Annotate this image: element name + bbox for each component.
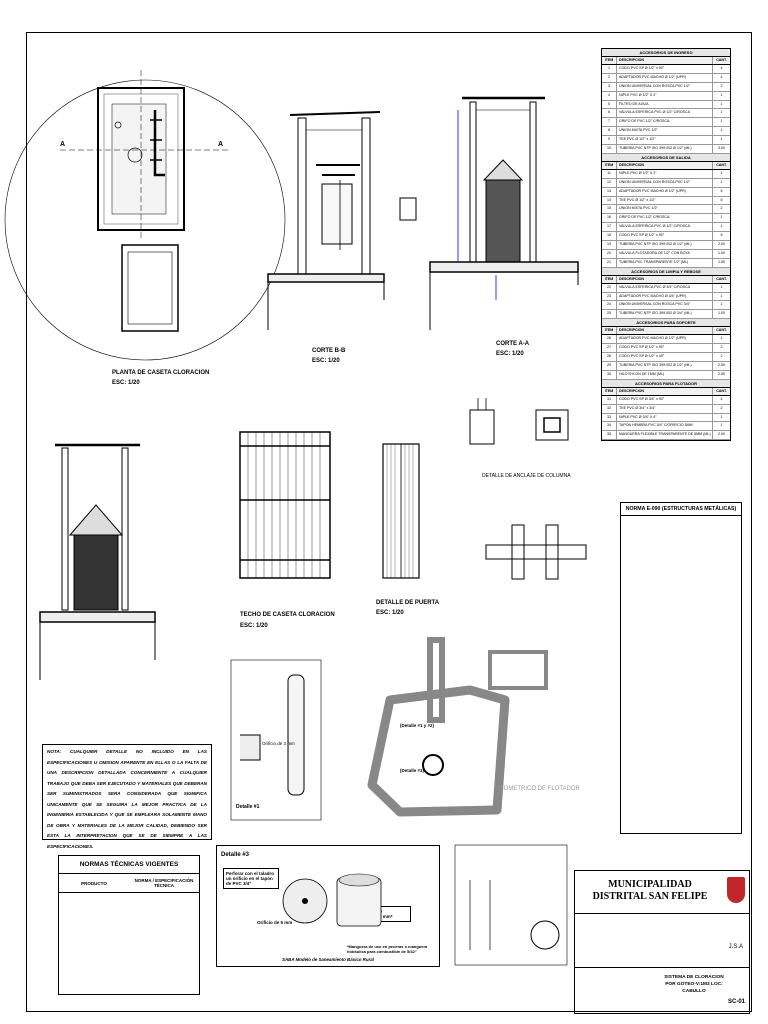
seal-icon — [727, 877, 745, 903]
norma-e090-panel: NORMA E-090 (ESTRUCTURAS METÁLICAS) — [620, 502, 742, 834]
flotador-label: ISOMETRICO DE FLOTADOR — [498, 786, 581, 792]
corte-bb-title: CORTE B-B — [312, 348, 346, 354]
section-marker-a-left: A — [60, 141, 65, 148]
orificio-5mm: Orificio de 5 mm — [257, 920, 293, 925]
flotador-view — [367, 637, 548, 817]
norma-e090-title: NORMA E-090 (ESTRUCTURAS METÁLICAS) — [621, 503, 741, 516]
general-note: NOTA: CUALQUIER DETALLE NO INCLUIDO EN L… — [42, 744, 212, 849]
manguera-note: *Manguera de uso en peceras o manguera h… — [347, 944, 428, 954]
planta-title: PLANTA DE CASETA CLORACION — [112, 370, 209, 376]
normas-col-producto: PRODUCTO — [81, 880, 107, 886]
corte-aa-scale: ESC: 1/20 — [496, 351, 524, 357]
techo-scale: ESC: 1/20 — [240, 623, 268, 629]
drawing-sheet-border — [26, 32, 752, 1012]
corte-bb-view — [267, 111, 417, 330]
detalle1-label: Detalle #1 — [236, 804, 260, 810]
techo-view — [239, 431, 331, 579]
accesorios-section-title: ACCESORIOS DE LIMPIA Y REBOSE — [602, 267, 730, 276]
municipality-name: MUNICIPALIDAD DISTRITAL SAN FELIPE — [592, 879, 708, 902]
accesorios-section-title: ACCESORIOS PARA SOPORTE — [602, 319, 730, 328]
columna-detail-view — [469, 398, 569, 445]
columna-title: DETALLE DE ANCLAJE DE COLUMNA — [482, 473, 571, 479]
beam-detail-view — [485, 524, 587, 580]
normas-header: PRODUCTO NORMA / ESPECIFICACIÓN TÉCNICA — [59, 874, 199, 893]
detalle1-view — [230, 659, 322, 821]
title-block: MUNICIPALIDAD DISTRITAL SAN FELIPE J.S.A… — [574, 870, 750, 1014]
perforar-note: Perforar con el taladro un orificio en e… — [223, 868, 279, 889]
orificio-3mm: Orificio de 3 mm — [262, 741, 295, 746]
puerta-title: DETALLE DE PUERTA — [376, 600, 440, 606]
normas-col-norma: NORMA / ESPECIFICACIÓN TÉCNICA — [134, 878, 194, 888]
detalle3-panel: Detalle #3 Perforar con el taladro un or… — [216, 845, 440, 967]
normas-title: NORMAS TÉCNICAS VIGENTES — [59, 856, 199, 874]
detalle1b-view — [454, 844, 568, 966]
designer-initials: J.S.A — [728, 944, 743, 950]
section-marker-a-right: A — [218, 141, 223, 148]
normas-tecnicas-table: NORMAS TÉCNICAS VIGENTES PRODUCTO NORMA … — [58, 855, 200, 995]
detalle-1-2: (Detalle #1 y #2) — [400, 723, 435, 728]
planta-scale: ESC: 1/20 — [112, 380, 140, 386]
detalle-3: (Detalle #3) — [400, 768, 425, 773]
elevation-view — [39, 443, 156, 680]
saba-caption: SABA Modelo de Saneamiento Básico Rural — [282, 957, 374, 962]
planta-view — [4, 70, 286, 361]
puerta-scale: ESC: 1/20 — [376, 610, 404, 616]
accesorios-section-title: ACCESORIOS DE SALIDA — [602, 153, 730, 162]
techo-title: TECHO DE CASETA CLORACION — [240, 612, 335, 618]
sheet-code: SC-01 — [727, 999, 745, 1005]
corte-bb-scale: ESC: 1/20 — [312, 358, 340, 364]
corte-aa-title: CORTE A-A — [496, 341, 530, 347]
system-name: SISTEMA DE CLORACION POR GOTEO-V:1M3 LOC… — [664, 975, 724, 994]
accesorios-section-title: ACCESORIOS DE INGRESO — [602, 49, 730, 57]
corte-aa-view — [429, 96, 579, 330]
detalle3-drawing — [282, 873, 382, 927]
detalle3-title: Detalle #3 — [221, 852, 250, 858]
accesorios-section-title: ACCESORIOS PARA FLOTADOR — [602, 379, 730, 388]
puerta-view — [382, 443, 420, 579]
